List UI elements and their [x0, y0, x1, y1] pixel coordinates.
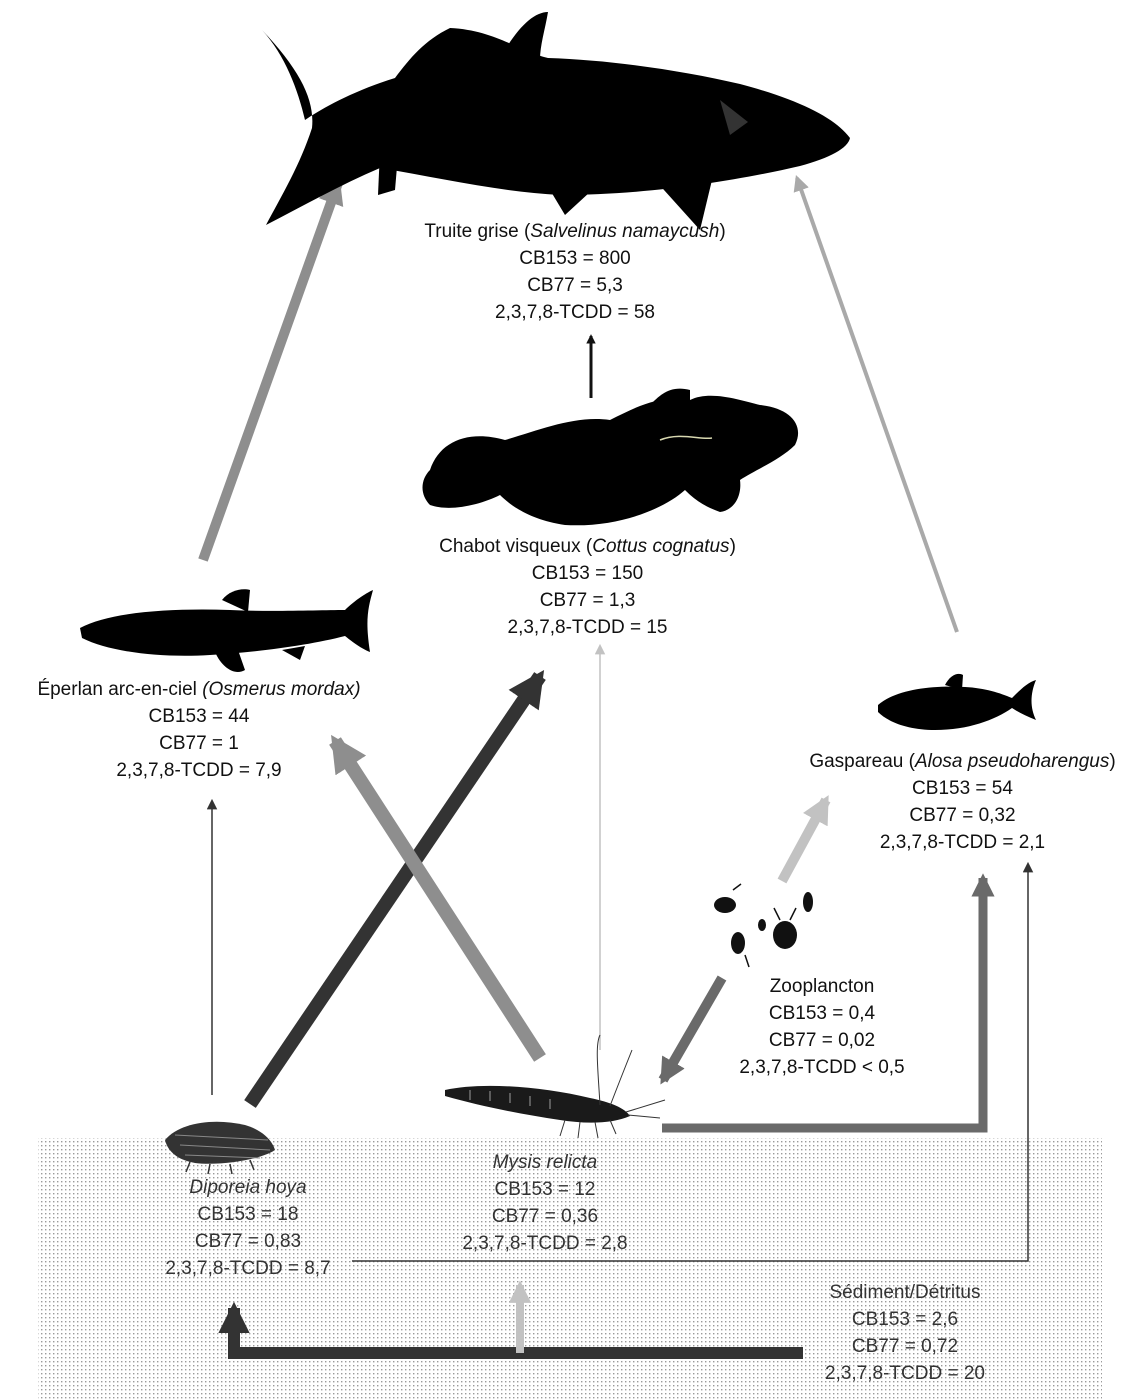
sculpin-latin-name: Cottus cognatus [592, 536, 729, 557]
trout-cb153: CB153 = 800 [395, 245, 755, 272]
arrow-alewife-to-trout [797, 178, 957, 632]
zooplankton-tcdd: 2,3,7,8-TCDD < 0,5 [712, 1054, 932, 1081]
alewife-latin-name: Alosa pseudoharengus [915, 751, 1109, 772]
alewife-label: Gaspareau (Alosa pseudoharengus) CB153 =… [780, 748, 1145, 856]
trout-latin-name: Salvelinus namaycush [530, 221, 719, 242]
smelt-silhouette-icon [80, 589, 373, 672]
sediment-cb77: CB77 = 0,72 [795, 1333, 1015, 1360]
smelt-cb77: CB77 = 1 [4, 730, 394, 757]
trout-cb77: CB77 = 5,3 [395, 272, 755, 299]
sculpin-silhouette-icon [423, 389, 799, 526]
mysis-cb153: CB153 = 12 [435, 1176, 655, 1203]
mysis-cb77: CB77 = 0,36 [435, 1203, 655, 1230]
arrow-smelt-to-trout [203, 183, 338, 560]
zooplankton-name: Zooplancton [712, 973, 932, 1000]
sediment-label: Sédiment/Détritus CB153 = 2,6 CB77 = 0,7… [795, 1279, 1015, 1387]
diporeia-latin-name: Diporeia hoya [138, 1174, 358, 1201]
trout-label: Truite grise (Salvelinus namaycush) CB15… [395, 218, 755, 326]
sediment-name: Sédiment/Détritus [795, 1279, 1015, 1306]
diporeia-cb77: CB77 = 0,83 [138, 1228, 358, 1255]
alewife-common-name: Gaspareau ( [809, 751, 915, 772]
zooplankton-label: Zooplancton CB153 = 0,4 CB77 = 0,02 2,3,… [712, 973, 932, 1081]
zooplankton-cb77: CB77 = 0,02 [712, 1027, 932, 1054]
mysis-label: Mysis relicta CB153 = 12 CB77 = 0,36 2,3… [435, 1149, 655, 1257]
smelt-label: Éperlan arc-en-ciel (Osmerus mordax) CB1… [4, 676, 394, 784]
smelt-tcdd: 2,3,7,8-TCDD = 7,9 [4, 757, 394, 784]
diporeia-tcdd: 2,3,7,8-TCDD = 8,7 [138, 1255, 358, 1282]
arrow-mysis-to-smelt [335, 741, 540, 1058]
sculpin-common-name: Chabot visqueux ( [439, 536, 592, 557]
mysid-shrimp-silhouette-icon [445, 1035, 665, 1138]
smelt-latin-name: (Osmerus mordax) [202, 679, 360, 700]
diporeia-label: Diporeia hoya CB153 = 18 CB77 = 0,83 2,3… [138, 1174, 358, 1282]
trout-tcdd: 2,3,7,8-TCDD = 58 [395, 299, 755, 326]
smelt-common-name: Éperlan arc-en-ciel [37, 679, 202, 700]
mysis-tcdd: 2,3,7,8-TCDD = 2,8 [435, 1230, 655, 1257]
alewife-tcdd: 2,3,7,8-TCDD = 2,1 [780, 829, 1145, 856]
lake-trout-silhouette-icon [262, 12, 850, 230]
sculpin-label: Chabot visqueux (Cottus cognatus) CB153 … [405, 533, 770, 641]
sculpin-cb77: CB77 = 1,3 [405, 587, 770, 614]
sediment-tcdd: 2,3,7,8-TCDD = 20 [795, 1360, 1015, 1387]
alewife-cb77: CB77 = 0,32 [780, 802, 1145, 829]
diporeia-cb153: CB153 = 18 [138, 1201, 358, 1228]
sediment-cb153: CB153 = 2,6 [795, 1306, 1015, 1333]
alewife-cb153: CB153 = 54 [780, 775, 1145, 802]
trout-common-name: Truite grise ( [424, 221, 530, 242]
mysis-latin-name: Mysis relicta [435, 1149, 655, 1176]
smelt-cb153: CB153 = 44 [4, 703, 394, 730]
sculpin-tcdd: 2,3,7,8-TCDD = 15 [405, 614, 770, 641]
zooplankton-cluster-icon [714, 884, 813, 967]
alewife-silhouette-icon [878, 674, 1036, 730]
zooplankton-cb153: CB153 = 0,4 [712, 1000, 932, 1027]
sculpin-cb153: CB153 = 150 [405, 560, 770, 587]
